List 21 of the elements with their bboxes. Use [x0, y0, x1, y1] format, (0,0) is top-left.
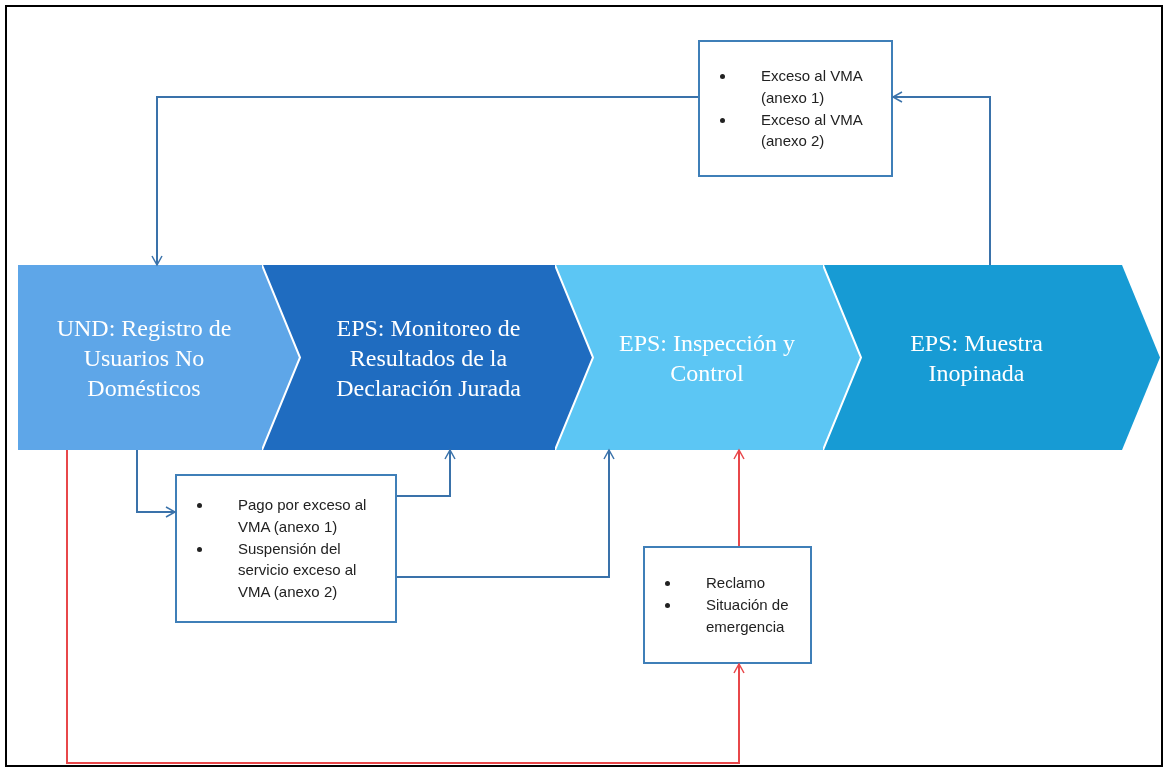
connector-arrow: [396, 449, 456, 497]
note-box: [698, 40, 893, 177]
bullet-item: Exceso al VMA (anexo 1): [760, 66, 864, 108]
connector-arrow: [151, 96, 699, 266]
bullet-item: Exceso al VMA (anexo 2): [760, 109, 864, 152]
note-box: [643, 546, 812, 664]
bullet-item: Situación de emergencia: [705, 595, 790, 637]
bullet-item: Reclamo: [705, 573, 766, 594]
connector-arrow: [136, 449, 176, 518]
connector-arrow: [396, 449, 615, 578]
connector-arrow: [892, 91, 991, 266]
connector-arrow: [66, 449, 745, 764]
chevron-step: [823, 265, 1160, 450]
connector-arrow: [733, 449, 745, 547]
step-label: UND: Registro de Usuarios No Domésticos: [55, 313, 233, 403]
bullet-item: Suspensión del servicio exceso al VMA (anexo 2): [237, 538, 358, 603]
bullet-item: Pago por exceso al VMA (anexo 1): [237, 495, 368, 537]
step-label: EPS: Monitoreo de Resultados de la Declaración Jurada: [335, 313, 522, 403]
note-box: [175, 474, 397, 623]
step-label: EPS: Muestra Inopinada: [909, 328, 1044, 388]
step-label: EPS: Inspección y Control: [618, 328, 796, 388]
